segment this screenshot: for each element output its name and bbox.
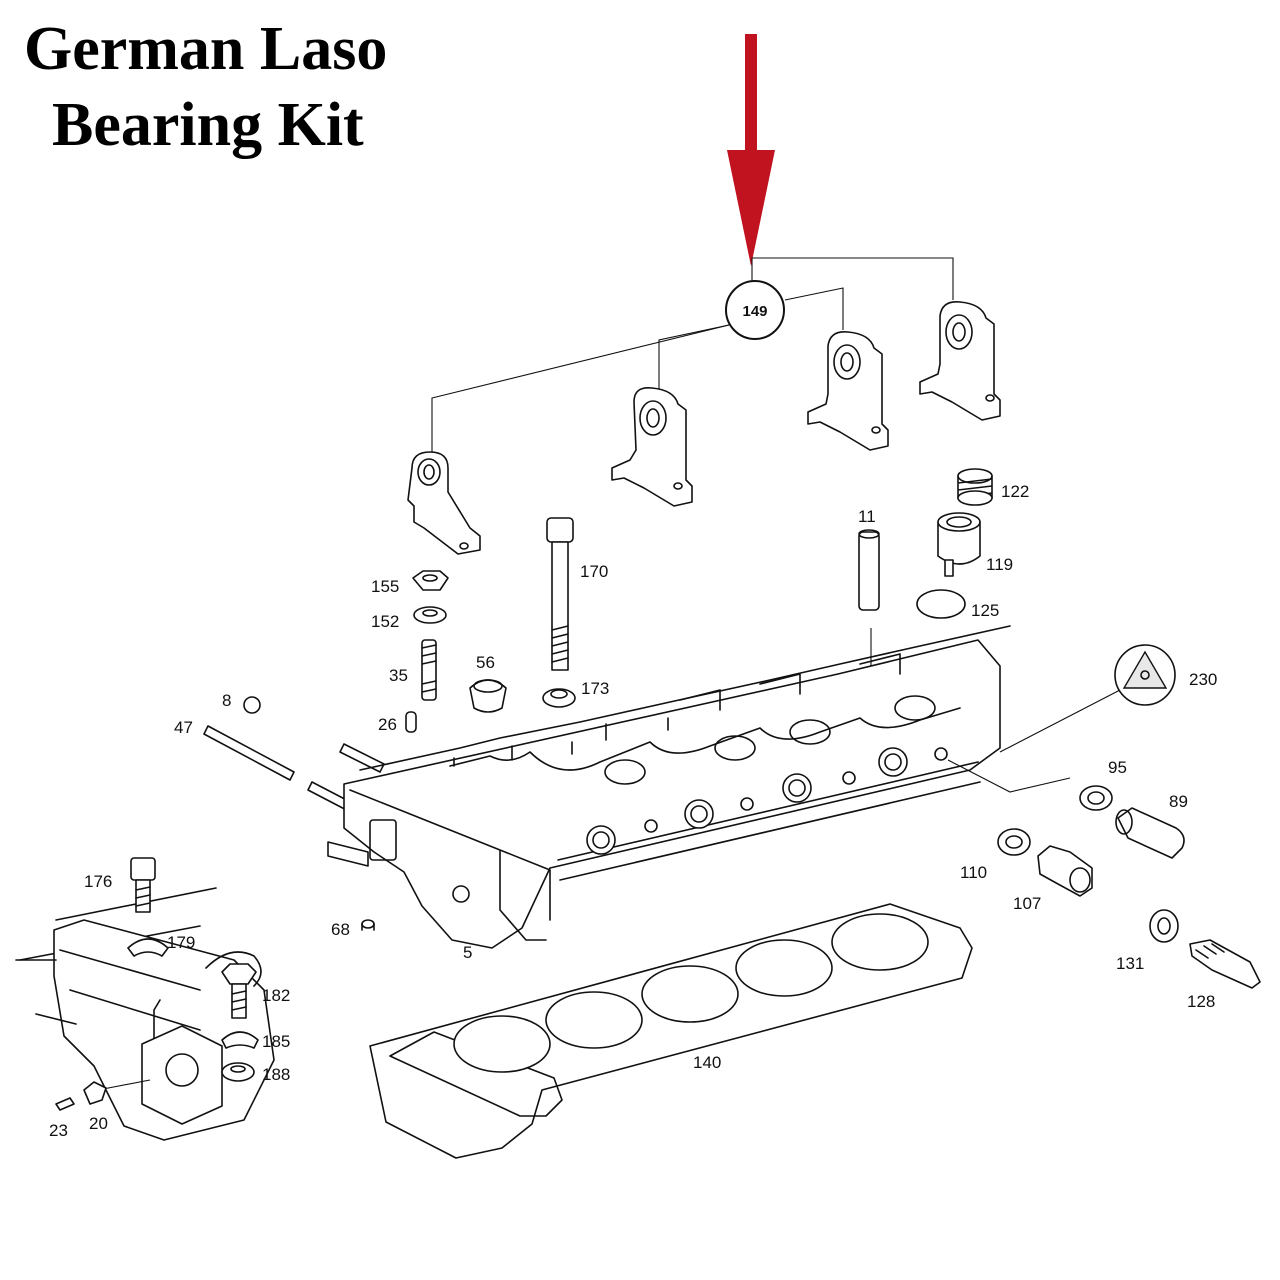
- cap-68: [361, 919, 375, 931]
- seal-ring-125: [916, 589, 966, 619]
- label-107: 107: [1013, 894, 1041, 913]
- label-230: 230: [1189, 670, 1217, 689]
- label-8: 8: [222, 691, 231, 710]
- label-119: 119: [986, 555, 1013, 574]
- label-5: 5: [463, 943, 472, 962]
- hex-nut-155: [412, 570, 449, 591]
- washer-188: [221, 1062, 255, 1082]
- long-studs: [203, 725, 385, 817]
- bearing-pedestal-2: [611, 386, 693, 507]
- label-110: 110: [960, 863, 987, 882]
- label-176: 176: [84, 872, 112, 891]
- head-gasket: [369, 903, 973, 1159]
- label-170: 170: [580, 562, 608, 581]
- washer-173: [542, 688, 576, 708]
- label-95: 95: [1108, 758, 1127, 777]
- label-125: 125: [971, 601, 999, 620]
- ball-8: [243, 696, 261, 714]
- stud-35: [421, 639, 437, 701]
- label-20: 20: [89, 1114, 108, 1133]
- valve-cup: [937, 512, 981, 577]
- label-182: 182: [262, 986, 290, 1005]
- label-11: 11: [858, 507, 876, 526]
- triangular-cover-230: [1114, 644, 1176, 706]
- threaded-fitting-89: [1115, 807, 1185, 859]
- label-56: 56: [476, 653, 495, 672]
- washer-179: [127, 938, 169, 957]
- title-line-2: Bearing Kit: [52, 91, 364, 159]
- label-155: 155: [371, 577, 399, 596]
- label-185: 185: [262, 1032, 290, 1051]
- bearing-pedestal-1: [407, 451, 481, 555]
- valve-spring: [957, 468, 993, 506]
- bearing-pedestal-3: [807, 330, 889, 451]
- washer-152: [413, 606, 447, 624]
- label-35: 35: [389, 666, 408, 685]
- red-arrow-icon: [727, 34, 775, 266]
- label-188: 188: [262, 1065, 290, 1084]
- bearing-callout-leaders: [431, 257, 954, 455]
- label-152: 152: [371, 612, 399, 631]
- cylinder-head: [327, 625, 1011, 949]
- seal-washer-110: [997, 828, 1031, 856]
- hex-fitting-107: [1037, 845, 1093, 897]
- dowel-26: [405, 711, 417, 733]
- leader-230: [999, 689, 1121, 753]
- bolt-176: [130, 857, 156, 913]
- small-parts-20-23: [55, 1079, 151, 1111]
- cylinder-head-bolt: [546, 517, 574, 671]
- temperature-sender-128: [1189, 939, 1261, 989]
- label-122: 122: [1001, 482, 1029, 501]
- label-131: 131: [1116, 954, 1144, 973]
- seal-washer-131: [1149, 909, 1179, 943]
- label-179: 179: [167, 933, 195, 952]
- label-23: 23: [49, 1121, 68, 1140]
- label-68: 68: [331, 920, 350, 939]
- leader-95: [947, 759, 1071, 793]
- label-140: 140: [693, 1053, 721, 1072]
- washer-185: [221, 1031, 259, 1049]
- label-26: 26: [378, 715, 397, 734]
- label-128: 128: [1187, 992, 1215, 1011]
- callout-149-label: 149: [742, 303, 767, 320]
- label-89: 89: [1169, 792, 1188, 811]
- label-47: 47: [174, 718, 193, 737]
- callout-149: 149: [725, 280, 785, 340]
- bearing-pedestal-4: [919, 300, 1001, 421]
- plug-56: [469, 679, 507, 713]
- label-173: 173: [581, 679, 609, 698]
- seal-washer-95: [1079, 785, 1113, 811]
- bolt-182: [221, 963, 257, 1019]
- title-line-1: German Laso: [24, 15, 388, 83]
